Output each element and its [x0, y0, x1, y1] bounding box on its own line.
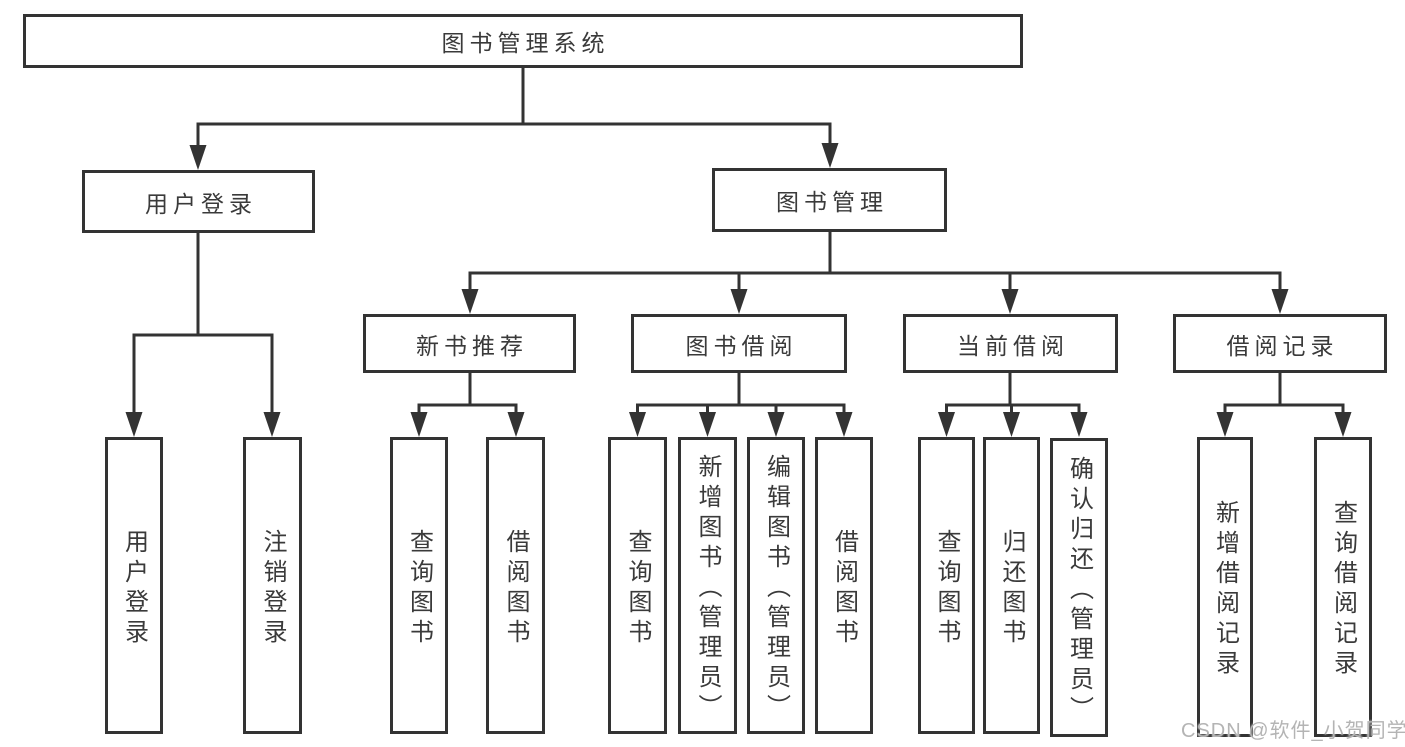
node-new-book-recommendation: 新书推荐 — [363, 314, 576, 373]
leaf-confirm-return-admin: 确认归还（管理员） — [1050, 438, 1108, 737]
leaf-query-books-recommend: 查询图书 — [390, 437, 448, 734]
connector-book-borrowing-branch — [636, 373, 846, 413]
leaf-add-borrow-record: 新增借阅记录 — [1197, 437, 1253, 737]
leaf-user-login: 用户登录 — [105, 437, 163, 734]
leaf-query-borrow-record: 查询借阅记录 — [1314, 437, 1372, 737]
arrowheads-new-book-leaves — [410, 412, 525, 437]
node-borrowing-records: 借阅记录 — [1173, 314, 1387, 373]
connector-borrowing-records-branch — [1223, 373, 1345, 413]
leaf-return-books: 归还图书 — [983, 437, 1040, 734]
arrowheads-borrowing-records-leaves — [1216, 412, 1352, 437]
connector-current-borrowing-branch — [945, 373, 1081, 413]
leaf-query-books-current: 查询图书 — [918, 437, 975, 734]
connector-new-book-branch — [417, 373, 518, 413]
leaf-logout: 注销登录 — [243, 437, 302, 734]
arrowheads-current-borrowing-leaves — [938, 412, 1088, 437]
arrowhead-user-login — [189, 145, 207, 170]
leaf-query-books-borrow: 查询图书 — [608, 437, 667, 734]
node-book-borrowing: 图书借阅 — [631, 314, 847, 373]
node-book-management: 图书管理 — [712, 168, 947, 232]
arrowhead-book-management — [821, 143, 839, 168]
leaf-borrow-books: 借阅图书 — [815, 437, 873, 734]
connector-root-branch — [196, 67, 832, 147]
node-root: 图书管理系统 — [23, 14, 1023, 68]
node-current-borrowing: 当前借阅 — [903, 314, 1118, 373]
arrowheads-book-borrowing-leaves — [629, 412, 853, 437]
connector-user-login-branch — [132, 233, 274, 413]
csdn-watermark: CSDN @软件_小贺同学 — [1181, 720, 1405, 742]
arrowheads-level2 — [461, 289, 1289, 314]
leaf-edit-books-admin: 编辑图书（管理员） — [747, 437, 805, 734]
connector-book-management-branch — [468, 232, 1282, 290]
arrowheads-user-login-leaves — [125, 412, 281, 437]
leaf-add-books-admin: 新增图书（管理员） — [678, 437, 737, 734]
node-user-login: 用户登录 — [82, 170, 315, 233]
leaf-borrow-books-recommend: 借阅图书 — [486, 437, 545, 734]
